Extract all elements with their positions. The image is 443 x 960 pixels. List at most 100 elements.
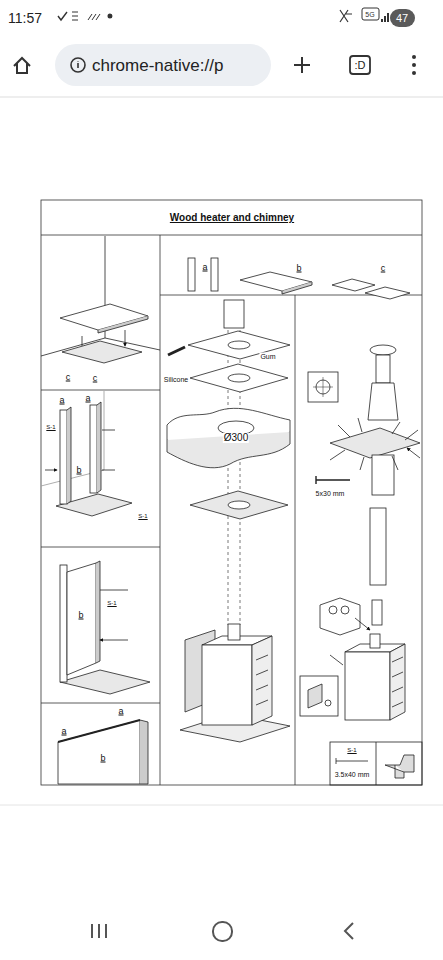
part-letter: c (92, 374, 99, 383)
part-drawings (330, 428, 420, 458)
part-drawings (190, 364, 288, 392)
part-drawings (190, 491, 288, 519)
diagram-frame (41, 200, 422, 785)
part-drawings (188, 331, 290, 359)
part-drawings (41, 236, 160, 356)
part-letter: a (117, 707, 124, 716)
browser-bar (55, 44, 271, 86)
part-drawings (228, 501, 250, 509)
tab-count: :D (355, 60, 366, 71)
part-letter: b (99, 754, 106, 763)
part-drawings (370, 634, 380, 648)
part-drawings (325, 700, 331, 706)
part-drawings (224, 300, 244, 328)
status-icons (58, 8, 388, 22)
part-drawings (330, 742, 422, 785)
diagram-frame (41, 235, 422, 236)
dimension: 3.5x40 mm (334, 771, 371, 778)
part-drawings (372, 600, 382, 625)
part-letter: b (75, 466, 82, 475)
part-drawings (98, 316, 148, 333)
part-letter: a (60, 727, 67, 736)
part-drawings (202, 645, 252, 725)
part-drawings (300, 676, 338, 716)
status-icons (72, 12, 78, 20)
battery-pill (390, 9, 415, 27)
part-drawings (67, 563, 96, 675)
diagram-frame (41, 703, 160, 704)
part-drawings (320, 598, 360, 635)
part-drawings (370, 508, 386, 585)
page-edge (0, 805, 443, 806)
nav-bar (213, 922, 232, 941)
nav-bar (345, 923, 353, 939)
part-letter: b (295, 264, 302, 273)
part-drawings (188, 258, 195, 291)
browser-bar (77, 61, 79, 68)
part-letter: c (380, 264, 387, 273)
browser-bar (0, 44, 443, 97)
part-letter: c (65, 373, 72, 382)
nav-bar (92, 924, 106, 938)
part-drawings (345, 652, 390, 720)
diagram-frame (295, 295, 296, 785)
status-icons (362, 8, 379, 20)
part-drawings (96, 561, 100, 663)
part-drawings (60, 565, 67, 682)
part-drawings (372, 455, 394, 495)
screw-code: S-1 (106, 600, 117, 606)
part-drawings (60, 410, 67, 504)
part-drawings (256, 655, 268, 705)
diagram-frame (41, 200, 422, 785)
part-drawings (368, 383, 398, 420)
part-drawings (330, 418, 420, 470)
part-drawings (385, 755, 414, 778)
part-letter: b (77, 611, 84, 620)
url-text: chrome-native://p (92, 57, 223, 74)
part-drawings (376, 355, 390, 383)
part-drawings (390, 644, 405, 720)
nav-bar (92, 922, 353, 941)
part-drawings (90, 405, 97, 493)
screw-code: S-1 (137, 513, 148, 519)
status-icons (108, 14, 112, 18)
part-drawings (82, 330, 125, 346)
status-icons (382, 13, 388, 22)
material-name: Gum (259, 353, 276, 360)
part-drawings (100, 590, 128, 640)
part-drawings (282, 282, 312, 294)
part-drawings (365, 287, 410, 299)
status-icons (58, 12, 67, 20)
part-drawings (336, 758, 368, 764)
browser-bar (294, 57, 310, 73)
browser-bar (412, 71, 416, 75)
screw-code: S-1 (45, 424, 56, 430)
network-badge: 5G (365, 11, 374, 18)
part-drawings (329, 606, 337, 614)
dimension: 5x30 mm (315, 490, 346, 497)
part-drawings (330, 618, 370, 665)
material-name: Silicone (163, 376, 190, 383)
browser-bar (412, 55, 416, 59)
dimension: Ø300 (223, 433, 249, 443)
part-drawings (228, 624, 240, 640)
part-drawings (228, 341, 250, 349)
part-drawings (41, 236, 422, 785)
diagram-frame (41, 547, 160, 548)
part-drawings (308, 684, 322, 708)
part-drawings (167, 432, 290, 468)
part-drawings (168, 347, 185, 355)
part-drawings (140, 720, 148, 784)
browser-bar (71, 58, 85, 72)
diagram-title: Wood heater and chimney (170, 213, 294, 223)
part-drawings (341, 606, 349, 614)
part-letter: a (201, 263, 208, 272)
diagram-frame (160, 235, 161, 785)
part-drawings (392, 657, 403, 707)
part-drawings (376, 742, 377, 785)
part-drawings (58, 720, 140, 784)
part-drawings (58, 720, 140, 742)
part-drawings (60, 304, 148, 330)
